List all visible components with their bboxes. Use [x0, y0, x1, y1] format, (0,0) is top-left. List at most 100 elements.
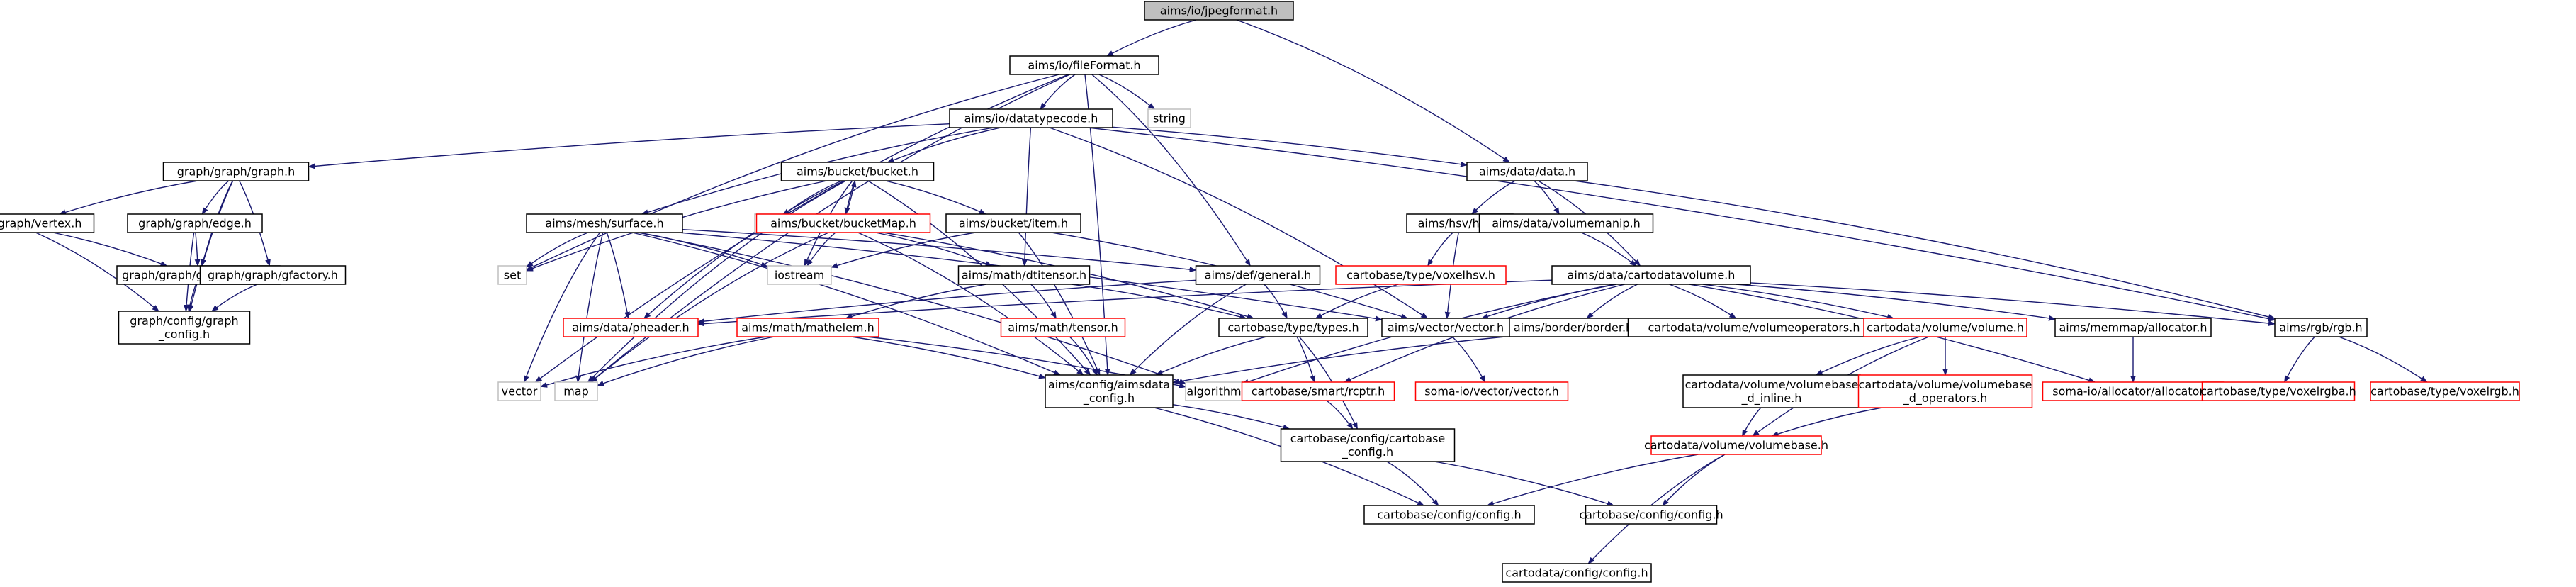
graph-node-n27[interactable]: cartobase/type/types.h	[1218, 318, 1368, 337]
graph-edge-n22-n37	[1129, 284, 1247, 376]
graph-node-n24[interactable]: aims/data/pheader.h	[563, 318, 699, 337]
node-box	[1863, 318, 2027, 337]
graph-node-n1[interactable]: aims/io/fileFormat.h	[1009, 55, 1159, 75]
graph-node-n29[interactable]: aims/border/border.h	[1509, 318, 1638, 337]
graph-edge-n38-n45	[1326, 400, 1354, 430]
graph-node-n9[interactable]: graph/graph/vertex.h	[0, 213, 95, 233]
node-box	[1000, 318, 1126, 337]
graph-node-n13[interactable]: aims/bucket/bucketMap.h	[755, 213, 931, 233]
graph-edge-n13-n37	[857, 232, 1084, 376]
graph-node-n6[interactable]: aims/bucket/bucket.h	[780, 162, 935, 181]
node-box	[1857, 374, 2033, 408]
graph-edge-n16-n27	[1315, 284, 1399, 319]
graph-edge-n26-n37	[1069, 336, 1098, 376]
node-box	[1045, 374, 1174, 408]
graph-edge-n14-n20	[831, 232, 976, 269]
node-label: cartobase/config/config.h	[1579, 508, 1723, 522]
graph-node-n36[interactable]: algorithm	[1185, 381, 1243, 401]
graph-node-n22[interactable]: aims/def/general.h	[1195, 265, 1321, 285]
graph-edge-n5-n9	[59, 180, 198, 216]
node-label: graph/graph/edge.h	[138, 217, 252, 230]
graph-node-n44[interactable]: cartobase/type/voxelrgb.h	[2370, 381, 2520, 401]
graph-edge-n11-n36	[638, 232, 1186, 384]
node-box	[1363, 505, 1535, 525]
graph-node-n34[interactable]: vector	[497, 381, 541, 401]
node-box	[497, 265, 527, 285]
graph-node-n41[interactable]: cartodata/volume/volumebase_d_operators.…	[1857, 374, 2033, 408]
graph-node-n35[interactable]: map	[554, 381, 598, 401]
graph-node-n25[interactable]: aims/math/mathelem.h	[736, 318, 879, 337]
node-label: aims/io/jpegformat.h	[1160, 4, 1278, 18]
graph-edge-n15-n29	[1586, 284, 1638, 319]
graph-node-n4[interactable]: aims/data/data.h	[1466, 162, 1588, 181]
node-box	[2042, 381, 2225, 401]
graph-node-n28[interactable]: aims/vector/vector.h	[1381, 318, 1510, 337]
graph-node-n42[interactable]: soma-io/allocator/allocator.h	[2042, 381, 2225, 401]
graph-edge-n15-n24	[697, 279, 1553, 327]
graph-edge-n11-n22	[682, 229, 1197, 273]
graph-edge-n9-n23	[35, 232, 159, 312]
graph-node-n16[interactable]: cartobase/type/voxelhsv.h	[1335, 265, 1507, 285]
graph-node-n46[interactable]: cartodata/volume/volumebase.h	[1644, 435, 1828, 455]
node-label: cartodata/volume/volumebase	[1859, 378, 2032, 391]
graph-node-n43[interactable]: cartobase/type/voxelrgba.h	[2200, 381, 2356, 401]
node-box	[1144, 1, 1294, 21]
graph-node-n40[interactable]: cartodata/volume/volumebase_d_inline.h	[1682, 374, 1861, 408]
graph-node-n21[interactable]: aims/math/dtitensor.h	[957, 265, 1091, 285]
graph-node-n11[interactable]: aims/mesh/surface.h	[526, 213, 683, 233]
node-label: cartobase/config/cartobase	[1290, 432, 1446, 445]
node-box	[736, 318, 879, 337]
graph-node-n26[interactable]: aims/math/tensor.h	[1000, 318, 1126, 337]
graph-node-n30[interactable]: cartodata/volume/volumeoperators.h	[1627, 318, 1881, 337]
graph-node-n37[interactable]: aims/config/aimsdata_config.h	[1045, 374, 1174, 408]
node-box	[1478, 213, 1654, 233]
graph-edge-n27-n45	[1298, 336, 1359, 430]
graph-edge-n13-n6	[845, 180, 857, 215]
graph-edge-n6-n24	[643, 180, 845, 319]
graph-node-n2[interactable]: aims/io/datatypecode.h	[949, 108, 1113, 128]
node-label: aims/data/volumemanip.h	[1492, 217, 1641, 230]
graph-node-n19[interactable]: set	[497, 265, 527, 285]
graph-edge-n15-n30	[1669, 284, 1737, 319]
graph-edge-n27-n37	[1155, 336, 1267, 376]
node-label: aims/rgb/rgb.h	[2279, 321, 2362, 335]
graph-node-n32[interactable]: aims/memmap/allocator.h	[2054, 318, 2212, 337]
graph-node-n0[interactable]: aims/io/jpegformat.h	[1144, 1, 1294, 21]
graph-edge-n27-n38	[1296, 336, 1316, 383]
graph-node-n38[interactable]: cartobase/smart/rcptr.h	[1241, 381, 1395, 401]
graph-node-n10[interactable]: graph/graph/edge.h	[127, 213, 263, 233]
node-box	[1280, 428, 1456, 462]
graph-node-n45[interactable]: cartobase/config/cartobase_config.h	[1280, 428, 1456, 462]
node-label: aims/io/fileFormat.h	[1028, 59, 1140, 72]
graph-edge-n18-n23	[211, 284, 258, 312]
graph-node-n8[interactable]: aims/data/volumemanip.h	[1478, 213, 1654, 233]
graph-node-n18[interactable]: graph/graph/gfactory.h	[199, 265, 347, 285]
graph-node-n49[interactable]: cartodata/config/config.h	[1502, 563, 1652, 583]
graph-node-n33[interactable]: aims/rgb/rgb.h	[2274, 318, 2368, 337]
node-layer: aims/io/jpegformat.h aims/io/fileFormat.h…	[0, 1, 2520, 583]
edge-layer	[35, 19, 2428, 564]
node-box	[1218, 318, 1368, 337]
graph-edge-n33-n43	[2284, 336, 2315, 383]
graph-node-n3[interactable]: string	[1147, 108, 1191, 128]
graph-node-n39[interactable]: soma-io/vector/vector.h	[1414, 381, 1569, 401]
graph-node-n15[interactable]: aims/data/cartodatavolume.h	[1551, 265, 1751, 285]
node-label: string	[1153, 112, 1186, 125]
node-label: aims/bucket/item.h	[959, 217, 1068, 230]
graph-edge-n25-n37	[851, 336, 1046, 379]
graph-node-n47[interactable]: cartobase/config/config.h	[1363, 505, 1535, 525]
graph-node-n31[interactable]: cartodata/volume/volume.h	[1863, 318, 2027, 337]
graph-node-n20[interactable]: iostream	[767, 265, 832, 285]
node-box	[563, 318, 699, 337]
graph-edge-n10-n17	[194, 232, 201, 267]
graph-edge-n2-n5	[308, 123, 950, 169]
graph-node-n48[interactable]: cartobase/config/config.h	[1579, 505, 1723, 525]
graph-node-n5[interactable]: graph/graph/graph.h	[162, 162, 310, 181]
graph-edge-n13-n35	[590, 232, 829, 383]
graph-edge-n1-n2	[1040, 74, 1076, 110]
graph-node-n14[interactable]: aims/bucket/item.h	[945, 213, 1081, 233]
graph-node-n23[interactable]: graph/config/graph_config.h	[118, 311, 251, 345]
node-label: _config.h	[158, 328, 210, 342]
node-label: cartobase/type/types.h	[1227, 321, 1359, 335]
node-label: cartodata/volume/volumebase	[1685, 378, 1859, 391]
